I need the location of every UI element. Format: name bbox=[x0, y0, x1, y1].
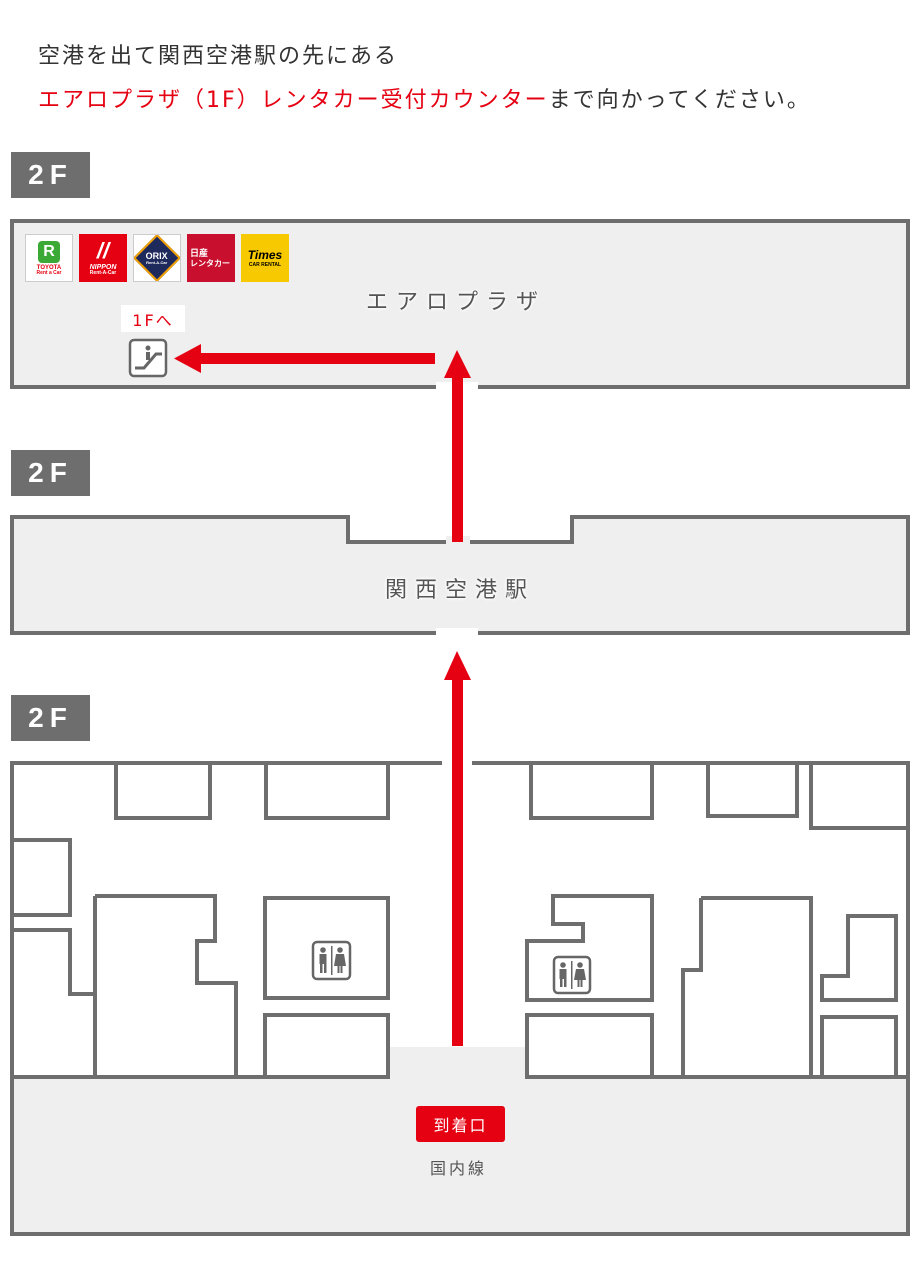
nippon-sub: Rent-A-Car bbox=[89, 270, 117, 276]
instruction-rest: まで向かってください。 bbox=[548, 88, 811, 113]
destination-highlight: エアロプラザ（1F）レンタカー受付カウンター bbox=[38, 88, 549, 113]
nippon-mark-icon: // bbox=[96, 238, 110, 263]
nissan-brand: 日産 bbox=[190, 247, 209, 258]
escalator-label: 1Fへ bbox=[121, 305, 185, 332]
station-bottom-opening bbox=[436, 628, 478, 638]
floor-tag-aeroplaza: 2F bbox=[11, 152, 90, 198]
floor-tag-station: 2F bbox=[11, 450, 90, 496]
instruction-line-2: エアロプラザ（1F）レンタカー受付カウンターまで向かってください。 bbox=[38, 82, 811, 114]
terminal-zone bbox=[10, 761, 910, 1236]
nippon-brand: NIPPON bbox=[89, 264, 117, 271]
instruction-line-1: 空港を出て関西空港駅の先にある bbox=[38, 44, 399, 69]
aeroplaza-label: エアロプラザ bbox=[366, 290, 547, 315]
logo-nissan: 日産 レンタカー bbox=[187, 234, 235, 282]
logo-orix: ORIX Rent-A-Car bbox=[133, 234, 181, 282]
logo-times: Times CAR RENTAL bbox=[241, 234, 289, 282]
floor-tag-terminal: 2F bbox=[11, 695, 90, 741]
logo-toyota: R TOYOTA Rent a Car bbox=[25, 234, 73, 282]
toyota-mark-icon: R bbox=[38, 240, 60, 263]
route-arrows bbox=[174, 344, 471, 1046]
toyota-sub: Rent a Car bbox=[36, 269, 62, 276]
escalator-icon bbox=[128, 338, 168, 378]
station-zone bbox=[10, 515, 910, 635]
times-sub: CAR RENTAL bbox=[248, 261, 282, 268]
orix-diamond-icon: ORIX Rent-A-Car bbox=[134, 235, 180, 281]
times-brand: Times bbox=[247, 247, 283, 262]
restroom-icon-left bbox=[311, 940, 352, 981]
restroom-icon-right bbox=[552, 955, 592, 995]
arrival-gate-badge: 到着口 bbox=[416, 1106, 505, 1142]
logo-nippon: // NIPPON Rent-A-Car bbox=[79, 234, 127, 282]
toyota-brand: TOYOTA bbox=[36, 264, 62, 271]
domestic-terminal-label: 国内線 bbox=[430, 1159, 488, 1178]
orix-sub: Rent-A-Car bbox=[146, 259, 168, 265]
station-label: 関西空港駅 bbox=[385, 578, 536, 603]
nissan-sub: レンタカー bbox=[190, 258, 230, 268]
